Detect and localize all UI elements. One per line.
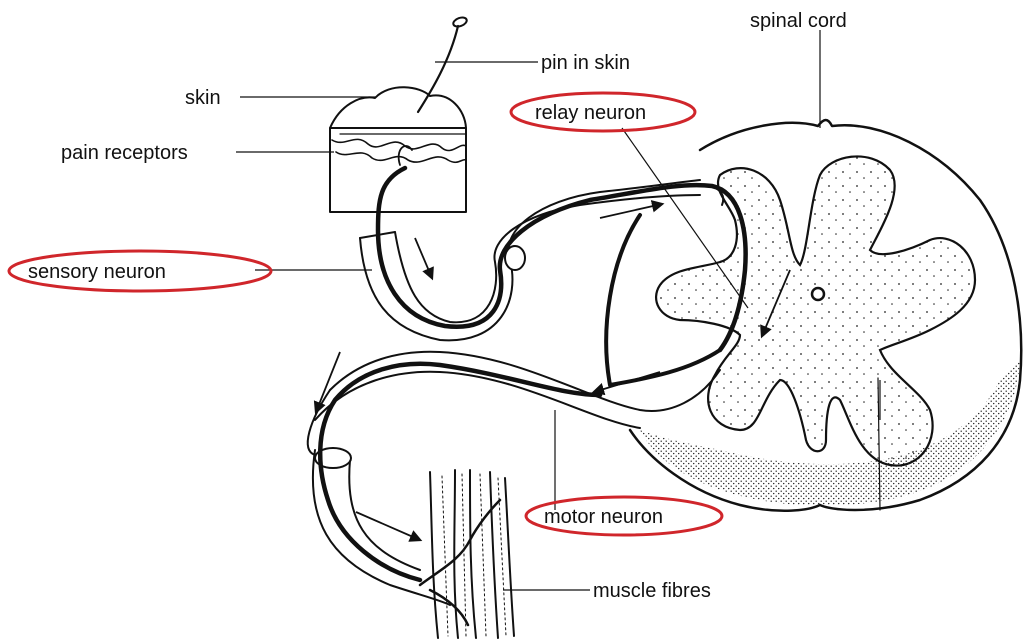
label-muscle-fibres: muscle fibres <box>593 580 711 602</box>
motor-neuron-fibre <box>320 364 600 580</box>
label-sensory-neuron: sensory neuron <box>28 261 166 283</box>
arrow-motor-down <box>316 352 340 412</box>
central-canal <box>812 288 824 300</box>
arrow-sensory-in <box>600 204 662 218</box>
spinal-nerve <box>308 180 720 605</box>
arrow-sensory-down <box>415 238 432 278</box>
pin <box>418 16 468 112</box>
sensory-ending <box>399 146 412 165</box>
label-skin: skin <box>185 87 221 109</box>
label-relay-neuron: relay neuron <box>535 102 646 124</box>
spinal-cord-section <box>630 120 1021 511</box>
label-motor-neuron: motor neuron <box>544 506 663 528</box>
label-pain-receptors: pain receptors <box>61 142 188 164</box>
label-spinal-cord: spinal cord <box>750 10 847 32</box>
label-pin-in-skin: pin in skin <box>541 52 630 74</box>
skin-block <box>330 87 466 212</box>
muscle-fibres <box>420 470 514 638</box>
grey-matter <box>656 156 975 465</box>
arrow-motor-out <box>594 372 660 392</box>
